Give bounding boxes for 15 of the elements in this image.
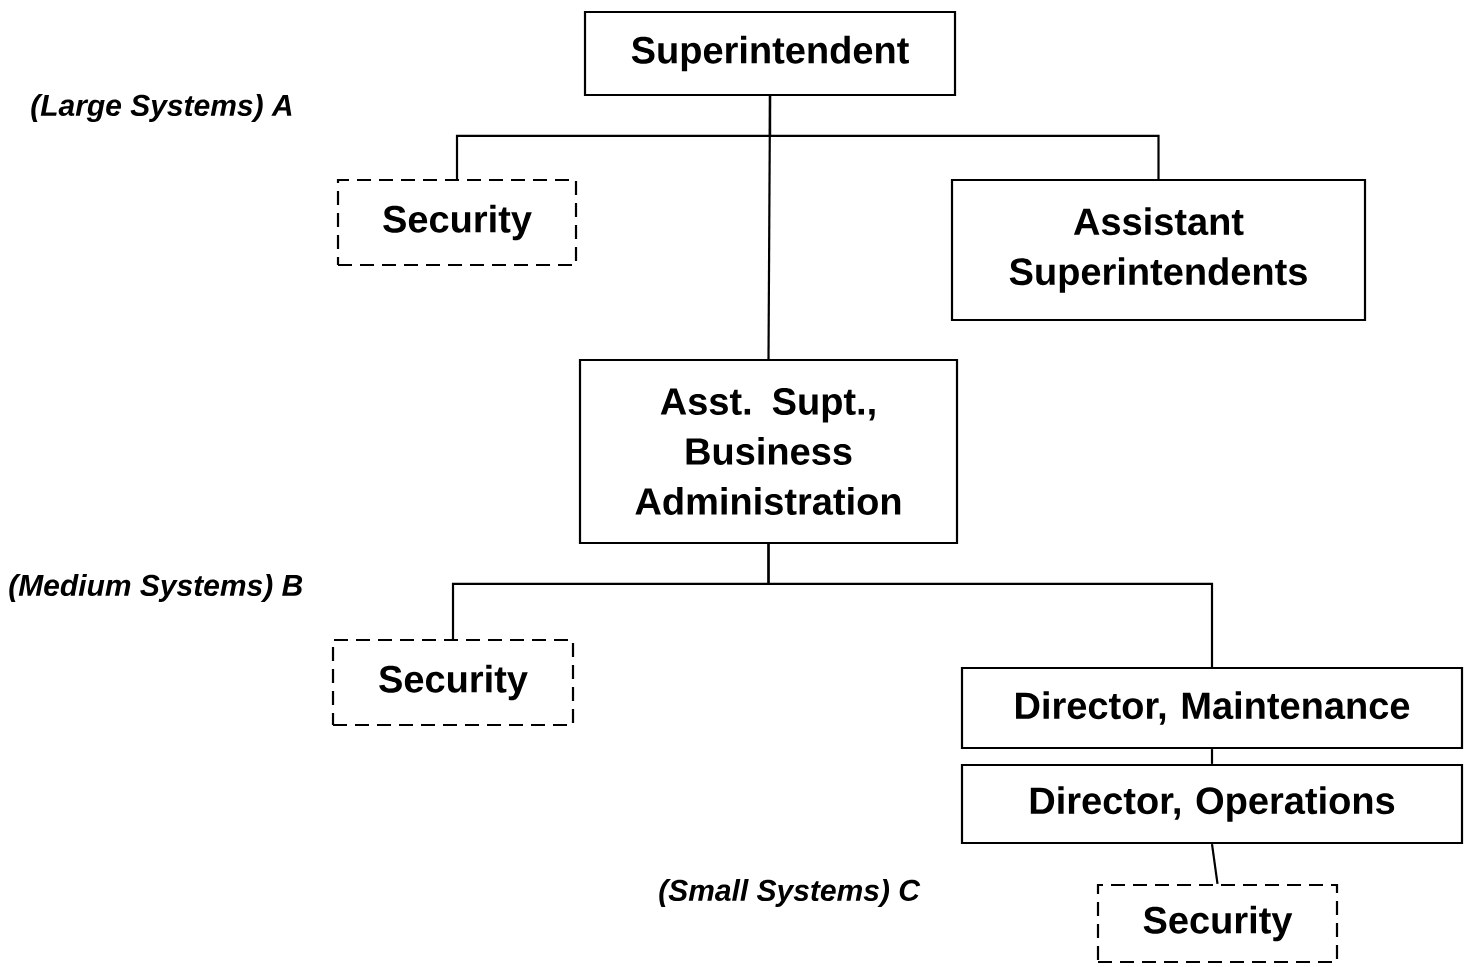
system-label: (Medium Systems) B [9,574,303,602]
title-box: Director, Operations [960,763,1464,845]
dashed-box: Security [331,638,575,727]
title-box: Superintendent [583,10,957,97]
system-label: (Small Systems) C [659,879,921,907]
dashed-box: Security [1096,883,1339,964]
system-label: (Large Systems) A [31,94,292,122]
dashed-box: Security [336,178,578,267]
connector-line [1210,843,1219,885]
title-box: Assistant Superintendents [950,178,1367,322]
title-box: Director, Maintenance [960,666,1464,750]
connector-line [1210,749,1214,764]
title-box: Asst. Supt., Business Administration [578,358,959,545]
connector-line [767,544,1214,667]
connector-line [767,96,772,359]
